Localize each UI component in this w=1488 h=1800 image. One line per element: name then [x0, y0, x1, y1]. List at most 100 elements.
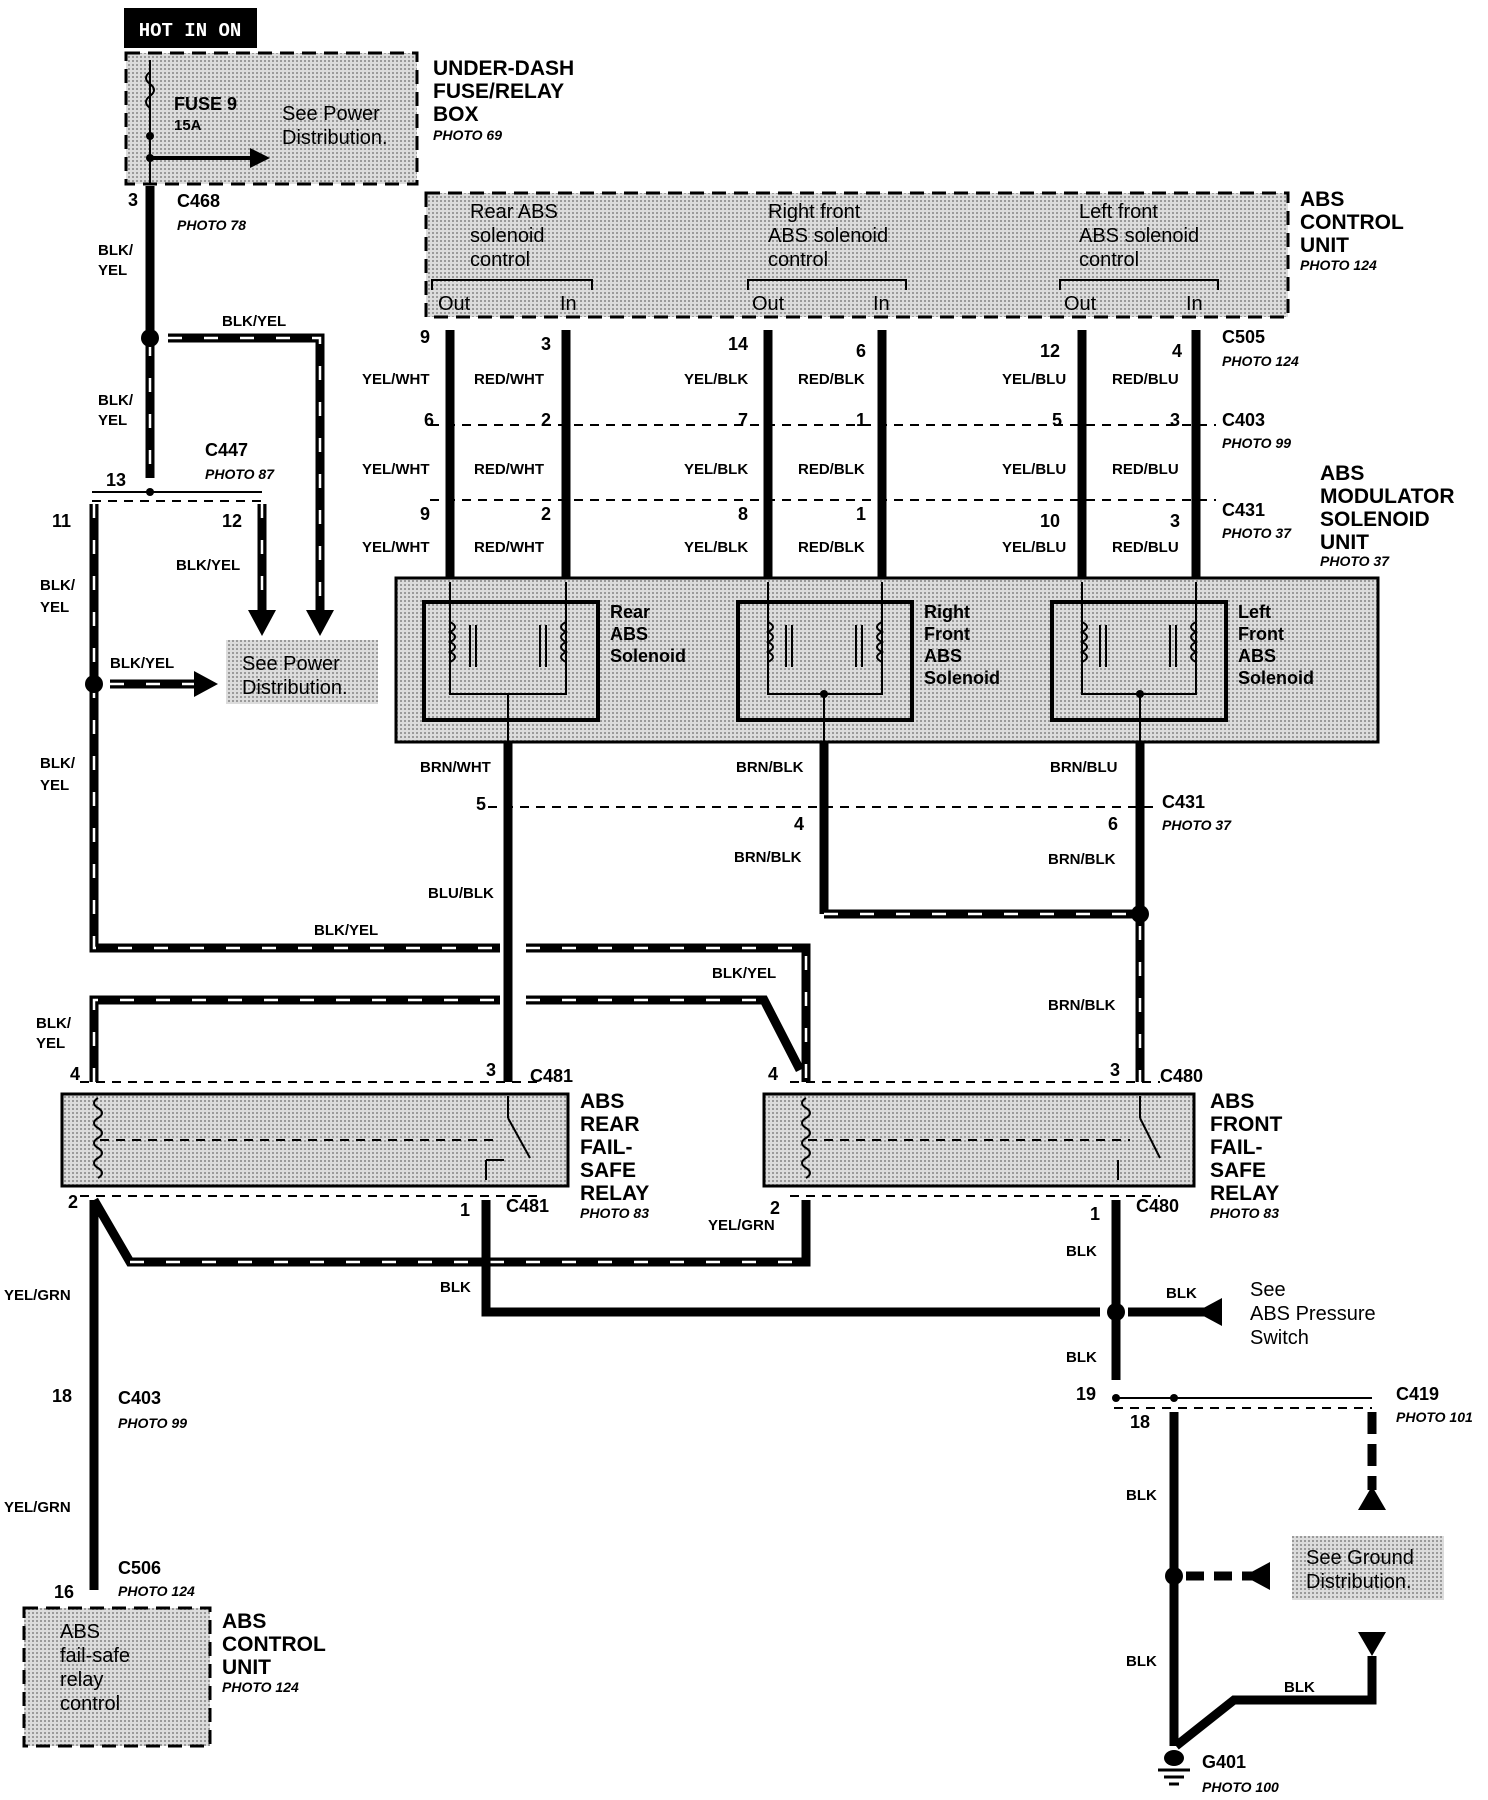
svg-text:YEL/BLK: YEL/BLK — [684, 461, 748, 478]
svg-text:7: 7 — [738, 410, 748, 430]
connector-c419 — [1112, 1394, 1372, 1409]
svg-text:BLK: BLK — [1284, 1679, 1315, 1696]
svg-text:See Power: See Power — [242, 653, 340, 675]
svg-text:1: 1 — [856, 410, 866, 430]
svg-text:C481: C481 — [530, 1066, 573, 1086]
svg-text:C447: C447 — [205, 440, 248, 460]
svg-text:See Power: See Power — [282, 103, 380, 125]
svg-text:3: 3 — [1170, 511, 1180, 531]
svg-text:FAIL-: FAIL- — [580, 1136, 633, 1159]
ground-wires — [1165, 1412, 1386, 1750]
solenoid-control-wires — [430, 330, 1216, 582]
svg-text:Switch: Switch — [1250, 1327, 1309, 1349]
svg-text:BLK: BLK — [1066, 1243, 1097, 1260]
svg-text:6: 6 — [856, 341, 866, 361]
svg-text:BOX: BOX — [433, 103, 479, 126]
svg-text:YEL: YEL — [40, 777, 69, 794]
svg-text:C480: C480 — [1160, 1066, 1203, 1086]
svg-text:18: 18 — [1130, 1412, 1150, 1432]
svg-text:ABS: ABS — [222, 1610, 266, 1633]
svg-text:CONTROL: CONTROL — [222, 1633, 326, 1656]
svg-text:CONTROL: CONTROL — [1300, 211, 1404, 234]
svg-text:C419: C419 — [1396, 1384, 1439, 1404]
coil-icon — [447, 621, 1199, 667]
see-ground-distribution[interactable]: See Ground Distribution. — [1292, 1536, 1444, 1600]
svg-text:YEL/BLK: YEL/BLK — [684, 371, 748, 388]
svg-text:ABS: ABS — [60, 1621, 100, 1643]
svg-text:4: 4 — [70, 1064, 80, 1084]
svg-text:BLK/: BLK/ — [36, 1015, 72, 1032]
svg-text:control: control — [60, 1693, 120, 1715]
svg-text:See: See — [1250, 1279, 1286, 1301]
arrow-right-icon — [194, 671, 218, 697]
svg-text:6: 6 — [1108, 814, 1118, 834]
svg-text:ABS: ABS — [924, 646, 962, 666]
svg-text:In: In — [1186, 293, 1203, 315]
svg-text:BLU/BLK: BLU/BLK — [428, 885, 494, 902]
svg-text:BLK/: BLK/ — [40, 577, 76, 594]
svg-text:Right: Right — [924, 602, 970, 622]
svg-text:9: 9 — [420, 327, 430, 347]
svg-text:Solenoid: Solenoid — [610, 646, 686, 666]
svg-text:PHOTO 83: PHOTO 83 — [580, 1205, 649, 1221]
see-power-distribution[interactable]: See Power Distribution. — [226, 640, 378, 704]
svg-text:1: 1 — [1090, 1204, 1100, 1224]
svg-text:BLK: BLK — [1126, 1487, 1157, 1504]
svg-text:4: 4 — [768, 1064, 778, 1084]
svg-text:In: In — [873, 293, 890, 315]
svg-text:PHOTO 87: PHOTO 87 — [205, 466, 275, 482]
svg-text:Front: Front — [1238, 624, 1284, 644]
svg-text:2: 2 — [541, 504, 551, 524]
svg-text:BLK/YEL: BLK/YEL — [712, 965, 776, 982]
svg-text:RED/BLK: RED/BLK — [798, 371, 865, 388]
svg-text:FAIL-: FAIL- — [1210, 1136, 1263, 1159]
svg-text:C431: C431 — [1162, 792, 1205, 812]
svg-text:C480: C480 — [1136, 1196, 1179, 1216]
svg-text:9: 9 — [420, 504, 430, 524]
svg-text:ABS: ABS — [580, 1090, 624, 1113]
svg-text:1: 1 — [856, 504, 866, 524]
arrow-up-icon — [1358, 1486, 1386, 1510]
svg-text:6: 6 — [424, 410, 434, 430]
svg-text:ABS solenoid: ABS solenoid — [768, 225, 888, 247]
hot-in-on-label: HOT IN ON — [124, 8, 257, 48]
wire-blk-yel-relay — [89, 995, 805, 1082]
svg-text:REAR: REAR — [580, 1113, 640, 1136]
svg-text:5: 5 — [1052, 410, 1062, 430]
svg-text:PHOTO 78: PHOTO 78 — [177, 217, 246, 233]
svg-text:RED/BLU: RED/BLU — [1112, 461, 1179, 478]
svg-text:PHOTO 99: PHOTO 99 — [1222, 435, 1291, 451]
arrow-down-icon — [1358, 1632, 1386, 1656]
svg-text:PHOTO 124: PHOTO 124 — [1300, 257, 1377, 273]
svg-text:C403: C403 — [118, 1388, 161, 1408]
svg-text:relay: relay — [60, 1669, 103, 1691]
svg-text:PHOTO 83: PHOTO 83 — [1210, 1205, 1279, 1221]
arrow-down-icon — [248, 610, 276, 636]
svg-text:19: 19 — [1076, 1384, 1096, 1404]
svg-text:14: 14 — [728, 334, 748, 354]
svg-text:BLK: BLK — [440, 1279, 471, 1296]
svg-text:solenoid: solenoid — [470, 225, 545, 247]
svg-text:C431: C431 — [1222, 500, 1265, 520]
see-abs-pressure-switch[interactable]: See ABS Pressure Switch — [1250, 1279, 1376, 1349]
svg-text:PHOTO 69: PHOTO 69 — [433, 127, 502, 143]
svg-text:3: 3 — [541, 334, 551, 354]
svg-text:2: 2 — [541, 410, 551, 430]
svg-text:15A: 15A — [174, 117, 202, 134]
svg-text:YEL/WHT: YEL/WHT — [362, 371, 430, 388]
under-dash-fuse-box: FUSE 9 15A See Power Distribution. UNDER… — [124, 51, 574, 186]
svg-text:Solenoid: Solenoid — [1238, 668, 1314, 688]
svg-text:C403: C403 — [1222, 410, 1265, 430]
svg-text:YEL: YEL — [98, 262, 127, 279]
svg-text:RED/BLK: RED/BLK — [798, 461, 865, 478]
arrow-left-icon — [1196, 1298, 1222, 1326]
svg-text:BLK/: BLK/ — [98, 392, 134, 409]
svg-text:BRN/BLK: BRN/BLK — [1048, 851, 1116, 868]
svg-text:ABS: ABS — [610, 624, 648, 644]
svg-text:YEL/GRN: YEL/GRN — [4, 1499, 71, 1516]
ground-icon — [1158, 1750, 1190, 1786]
svg-text:YEL/BLK: YEL/BLK — [684, 539, 748, 556]
svg-text:16: 16 — [54, 1582, 74, 1602]
svg-text:4: 4 — [794, 814, 804, 834]
svg-text:BLK/YEL: BLK/YEL — [314, 922, 378, 939]
